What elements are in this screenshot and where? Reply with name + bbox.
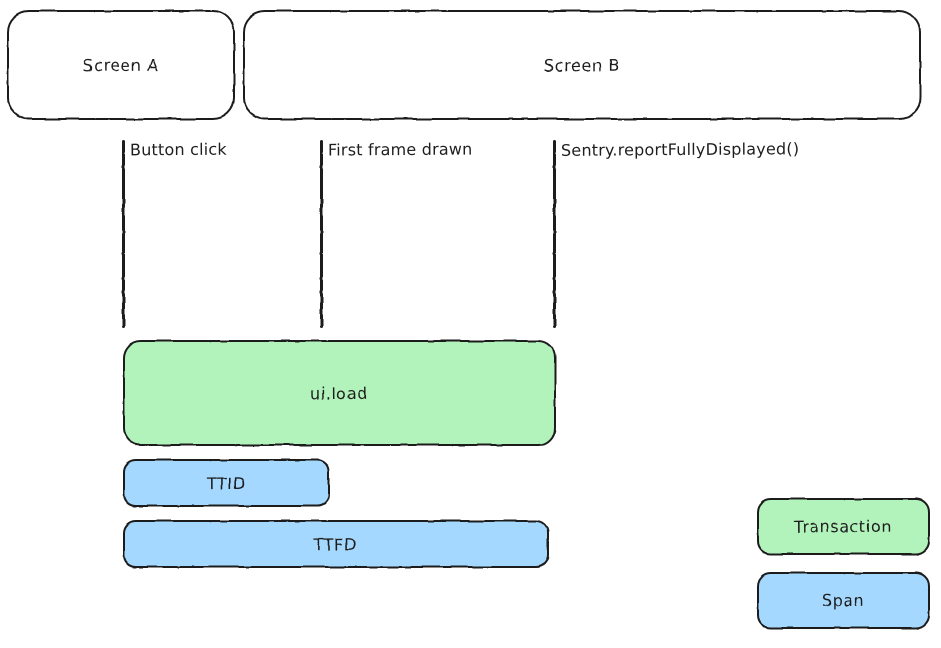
event-line	[122, 140, 125, 328]
screen-a-box[interactable]: Screen A	[7, 10, 235, 120]
legend-item-transaction[interactable]: Transaction	[757, 498, 930, 555]
event-line	[320, 140, 323, 328]
screen-a-label: Screen A	[83, 55, 159, 75]
legend-item-span[interactable]: Span	[757, 572, 930, 629]
bar-ui-load[interactable]: ui.load	[123, 340, 556, 446]
bar-ttfd[interactable]: TTFD	[123, 520, 549, 568]
event-label-first-frame-drawn: First frame drawn	[327, 139, 473, 160]
screen-b-box[interactable]: Screen B	[243, 10, 921, 120]
event-label-report-fully-displayed: Sentry.reportFullyDisplayed()	[560, 139, 800, 160]
bar-ttfd-label: TTFD	[314, 534, 358, 554]
event-marker-first-frame-drawn[interactable]: First frame drawn	[320, 139, 473, 328]
bar-ttid-label: TTID	[207, 473, 246, 493]
bar-ui-load-label: ui.load	[310, 383, 369, 403]
bar-ttid[interactable]: TTID	[123, 459, 330, 507]
event-marker-button-click[interactable]: Button click	[122, 140, 227, 328]
event-label-button-click: Button click	[129, 139, 227, 160]
event-line	[553, 140, 556, 328]
screen-b-label: Screen B	[543, 55, 621, 75]
legend-label-transaction: Transaction	[794, 516, 893, 537]
legend-label-span: Span	[822, 590, 865, 611]
event-marker-report-fully-displayed[interactable]: Sentry.reportFullyDisplayed()	[553, 139, 799, 328]
